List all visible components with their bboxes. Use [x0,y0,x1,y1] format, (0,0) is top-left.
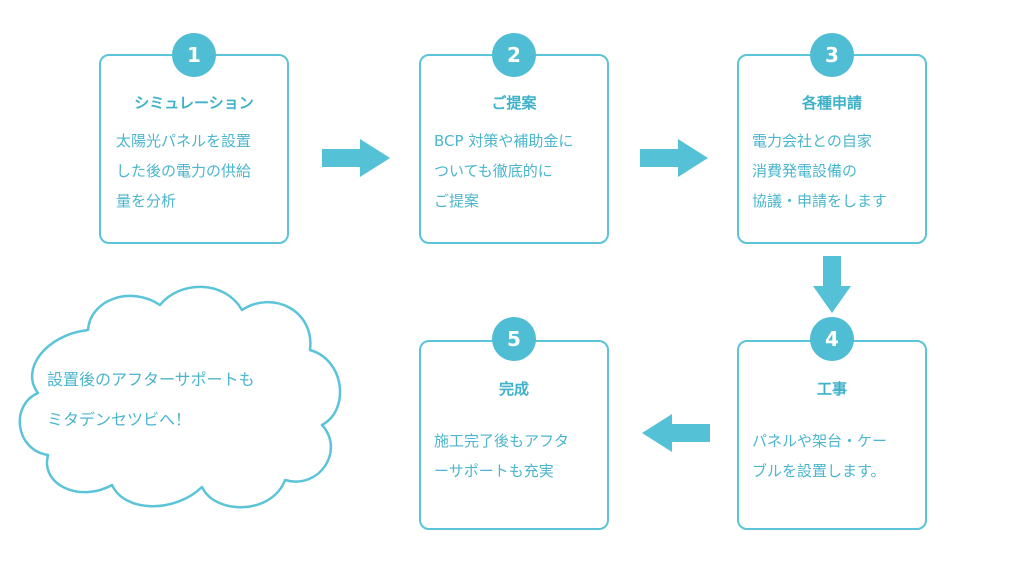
arrow-down-icon [813,256,851,313]
step-description: 太陽光パネルを設置 した後の電力の供給 量を分析 [116,126,251,216]
step-desc-line: ご提案 [434,192,480,210]
step-card-2: ご提案 BCP 対策や補助金に ついても徹底的に ご提案 [419,54,609,244]
step-card-4: 工事 パネルや架台・ケー ブルを設置します。 [737,340,927,530]
step-title: シミュレーション [134,94,254,112]
step-description: 電力会社との自家 消費発電設備の 協議・申請をします [752,126,887,216]
step-description: 施工完了後もアフタ ーサポートも充実 [434,426,569,486]
step-number-badge-4: 4 [810,317,854,361]
step-desc-line: 量を分析 [116,192,177,210]
step-number-badge-5: 5 [492,317,536,361]
arrow-right-icon [322,139,390,177]
step-title: 工事 [816,380,847,398]
step-desc-line: 電力会社との自家 [752,132,872,150]
step-desc-line: 施工完了後もアフタ [434,432,570,450]
step-desc-line: した後の電力の供給 [116,162,252,180]
cloud-callout [18,285,342,509]
arrow-right-icon [640,139,708,177]
step-desc-line: パネルや架台・ケー [752,432,888,450]
step-number-badge-1: 1 [172,33,216,77]
step-description: パネルや架台・ケー ブルを設置します。 [752,426,887,486]
step-desc-line: 消費発電設備の [752,162,858,180]
arrow-left-icon [642,414,710,452]
step-title: ご提案 [491,94,537,112]
step-description: BCP 対策や補助金に ついても徹底的に ご提案 [434,126,573,216]
step-title: 各種申請 [801,94,862,112]
cloud-message: 設置後のアフターサポートも ミタデンセツビへ！ [47,360,255,440]
cloud-line: 設置後のアフターサポートも [47,370,255,389]
step-card-5: 完成 施工完了後もアフタ ーサポートも充実 [419,340,609,530]
step-desc-line: 協議・申請をします [752,192,888,210]
step-card-1: シミュレーション 太陽光パネルを設置 した後の電力の供給 量を分析 [99,54,289,244]
cloud-line: ミタデンセツビへ！ [47,410,192,429]
step-desc-line: ブルを設置します。 [752,462,886,480]
step-title: 完成 [498,380,529,398]
step-number-badge-2: 2 [492,33,536,77]
step-desc-line: BCP 対策や補助金に [434,132,574,150]
step-desc-line: ついても徹底的に [434,162,553,180]
step-desc-line: 太陽光パネルを設置 [116,132,252,150]
step-desc-line: ーサポートも充実 [434,462,554,480]
step-card-3: 各種申請 電力会社との自家 消費発電設備の 協議・申請をします [737,54,927,244]
step-number-badge-3: 3 [810,33,854,77]
